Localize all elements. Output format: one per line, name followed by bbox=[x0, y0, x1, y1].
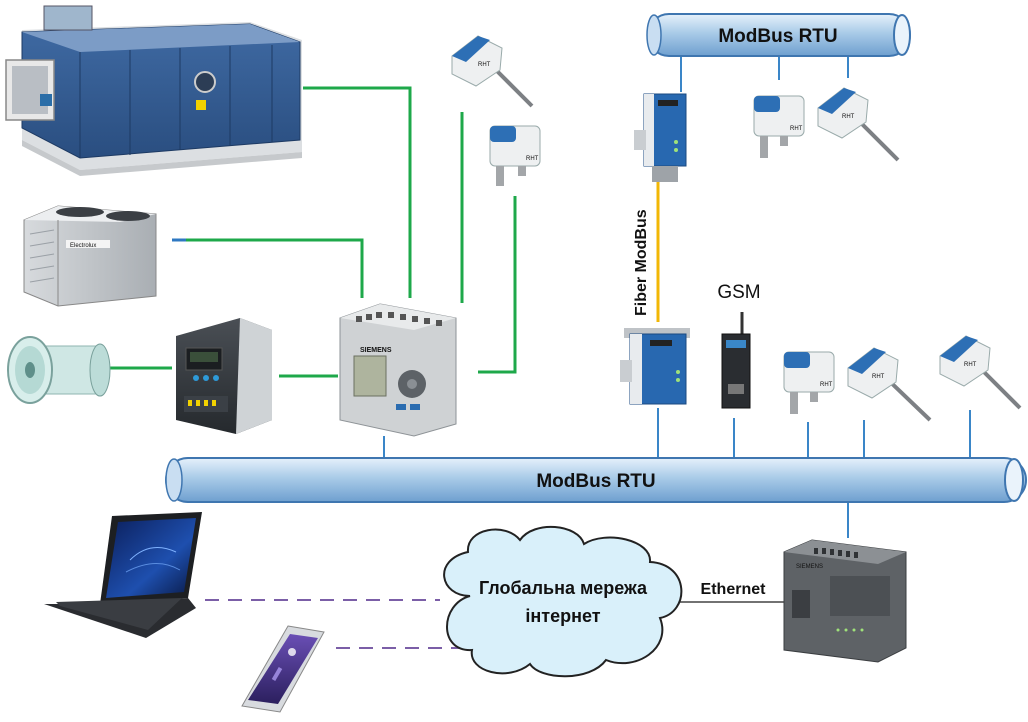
laptop bbox=[44, 512, 202, 638]
rht-wall-sensor-2: RHT bbox=[753, 95, 805, 158]
connection-lines bbox=[108, 56, 971, 649]
frequency-drive bbox=[176, 318, 272, 434]
duct-fan bbox=[7, 336, 111, 404]
top-bus-label: ModBus RTU bbox=[718, 26, 837, 47]
fiber-label: Fiber ModBus bbox=[633, 209, 650, 316]
chiller-unit: Electrolux bbox=[23, 205, 157, 307]
svg-text:RHT: RHT bbox=[526, 156, 539, 162]
rht-duct-sensor-1: RHT bbox=[451, 35, 534, 108]
rht-duct-sensor-4: RHT bbox=[939, 335, 1022, 410]
s7-plc: SIEMENS bbox=[783, 539, 907, 663]
rht-wall-sensor-1: RHT bbox=[489, 125, 541, 186]
rht-wall-sensor-3: RHT bbox=[783, 351, 835, 414]
svg-text:RHT: RHT bbox=[964, 362, 977, 368]
internet-cloud: Глобальна мережа інтернет bbox=[443, 526, 683, 678]
logo-controller: SIEMENS bbox=[339, 303, 457, 437]
logo-brand: SIEMENS bbox=[360, 347, 392, 354]
svg-text:RHT: RHT bbox=[872, 374, 885, 380]
top-bus: ModBus RTU bbox=[646, 13, 911, 57]
air-handling-unit bbox=[5, 5, 302, 176]
svg-text:RHT: RHT bbox=[790, 126, 803, 132]
smartphone bbox=[241, 625, 325, 713]
ethernet-label: Ethernet bbox=[701, 581, 767, 598]
link-sensor2-logo bbox=[478, 196, 517, 374]
rht-duct-sensor-3: RHT bbox=[847, 347, 932, 422]
main-bus: ModBus RTU bbox=[165, 457, 1027, 503]
link-ahu-logo bbox=[303, 86, 412, 298]
svg-text:RHT: RHT bbox=[842, 114, 855, 120]
chiller-brand: Electrolux bbox=[70, 243, 96, 249]
svg-text:RHT: RHT bbox=[478, 62, 491, 68]
svg-text:SIEMENS: SIEMENS bbox=[796, 564, 823, 570]
moxa-converter-top bbox=[634, 93, 687, 182]
gsm-modem bbox=[721, 312, 751, 409]
cloud-line-2: інтернет bbox=[525, 606, 600, 626]
main-bus-label: ModBus RTU bbox=[536, 471, 655, 492]
gsm-label: GSM bbox=[717, 282, 760, 303]
cloud-line-1: Глобальна мережа bbox=[479, 578, 648, 598]
moxa-converter-bottom bbox=[620, 328, 690, 405]
svg-text:RHT: RHT bbox=[820, 382, 833, 388]
rht-duct-sensor-2: RHT bbox=[817, 87, 900, 162]
link-chiller-logo bbox=[172, 238, 364, 298]
